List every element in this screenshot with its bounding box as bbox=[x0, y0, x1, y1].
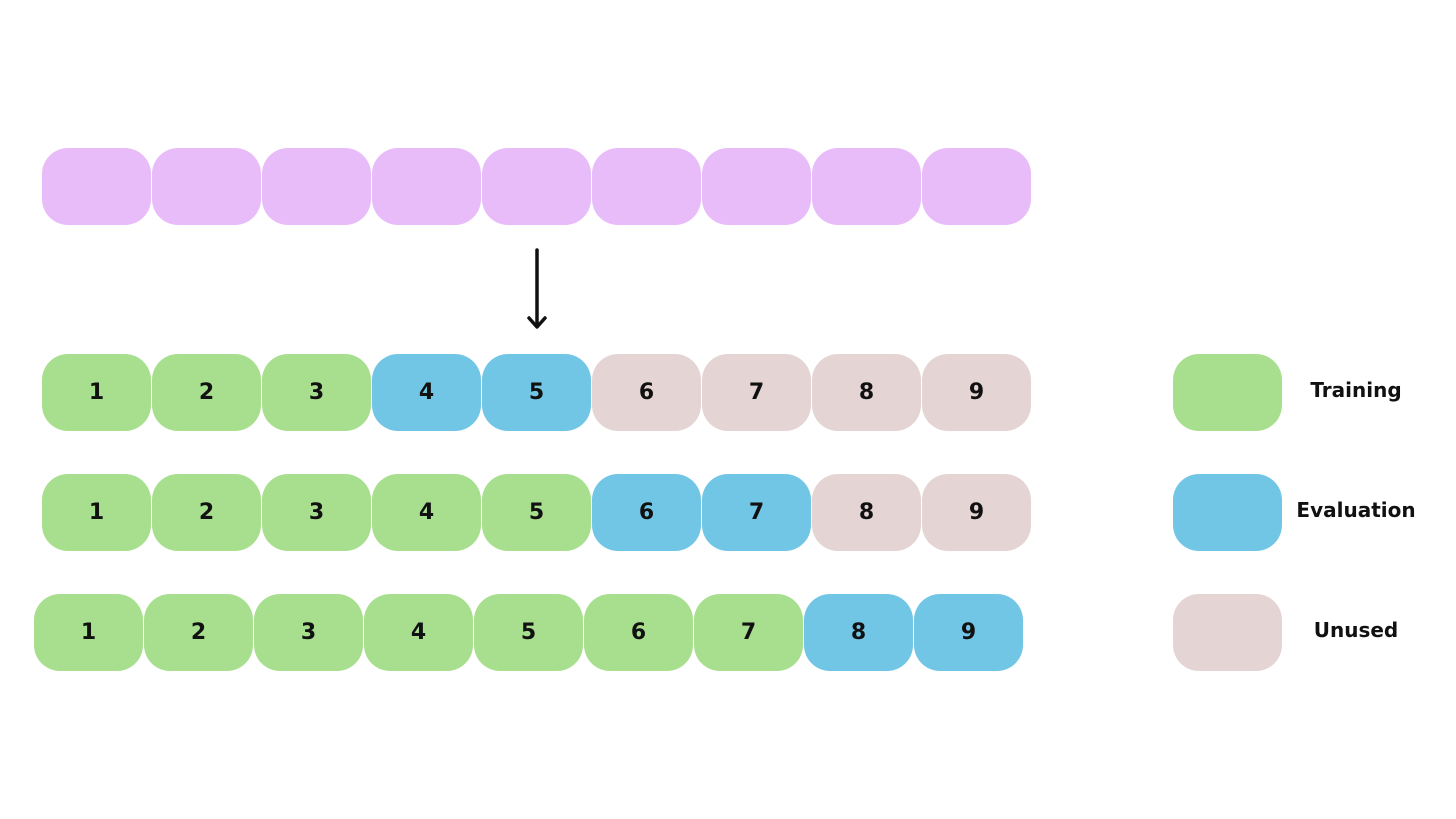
fold-block: 8 bbox=[812, 474, 921, 551]
fold-block: 2 bbox=[152, 474, 261, 551]
legend-swatch-training bbox=[1173, 354, 1282, 431]
fold-block: 9 bbox=[914, 594, 1023, 671]
fold-block: 6 bbox=[584, 594, 693, 671]
dataset-row bbox=[42, 148, 1032, 225]
fold-block: 9 bbox=[922, 474, 1031, 551]
fold-block: 3 bbox=[254, 594, 363, 671]
fold-block bbox=[702, 148, 811, 225]
fold-block: 7 bbox=[694, 594, 803, 671]
fold-block bbox=[592, 148, 701, 225]
fold-block: 2 bbox=[144, 594, 253, 671]
fold-block: 9 bbox=[922, 354, 1031, 431]
fold-block: 1 bbox=[34, 594, 143, 671]
fold-block: 5 bbox=[474, 594, 583, 671]
fold-block: 1 bbox=[42, 354, 151, 431]
fold-block bbox=[262, 148, 371, 225]
fold-block: 5 bbox=[482, 474, 591, 551]
fold-block: 7 bbox=[702, 474, 811, 551]
fold-block: 6 bbox=[592, 354, 701, 431]
fold-block bbox=[372, 148, 481, 225]
legend-label-evaluation: Evaluation bbox=[1296, 498, 1416, 522]
fold-block: 3 bbox=[262, 354, 371, 431]
fold-block: 4 bbox=[364, 594, 473, 671]
legend-label-unused: Unused bbox=[1313, 618, 1399, 642]
legend-swatch-unused bbox=[1173, 594, 1282, 671]
fold-block: 3 bbox=[262, 474, 371, 551]
fold-block: 6 bbox=[592, 474, 701, 551]
fold-block: 8 bbox=[804, 594, 913, 671]
fold-block: 4 bbox=[372, 474, 481, 551]
fold-block: 8 bbox=[812, 354, 921, 431]
fold-block: 5 bbox=[482, 354, 591, 431]
fold-block: 2 bbox=[152, 354, 261, 431]
down-arrow-icon bbox=[527, 248, 547, 329]
fold-block: 7 bbox=[702, 354, 811, 431]
fold-block: 4 bbox=[372, 354, 481, 431]
fold-block bbox=[812, 148, 921, 225]
fold-block bbox=[152, 148, 261, 225]
fold-block bbox=[922, 148, 1031, 225]
legend-swatch-evaluation bbox=[1173, 474, 1282, 551]
fold-block bbox=[482, 148, 591, 225]
fold-block bbox=[42, 148, 151, 225]
fold-block: 1 bbox=[42, 474, 151, 551]
legend-label-training: Training bbox=[1310, 378, 1402, 402]
